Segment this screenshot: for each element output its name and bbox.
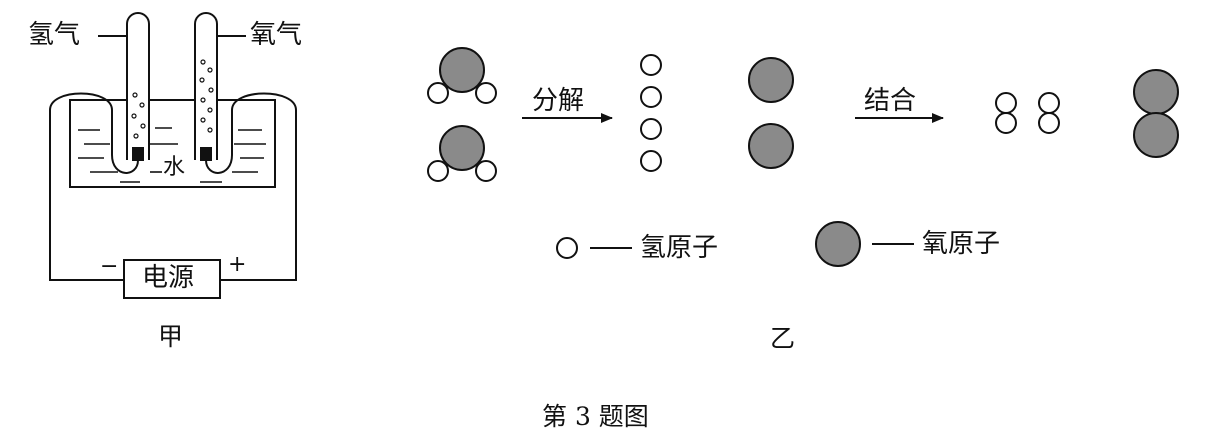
- water-molecules: [427, 47, 497, 182]
- hydrogen-molecule: [1038, 92, 1060, 134]
- oxygen-gas-label: 氧气: [250, 20, 303, 50]
- hydrogen-atom: [995, 112, 1017, 134]
- oxygen-atom: [439, 47, 485, 93]
- hydrogen-atom: [640, 86, 662, 108]
- oxygen-test-tube: [194, 12, 218, 160]
- oxygen-atom: [748, 57, 794, 103]
- hydrogen-test-tube: [126, 12, 150, 160]
- legend-hydrogen-symbol: [556, 237, 578, 259]
- hydrogen-atom: [640, 118, 662, 140]
- panel-jia-caption: 甲: [158, 322, 184, 351]
- separated-atoms: [640, 54, 794, 172]
- right-wire: [205, 92, 297, 281]
- positive-terminal-sign: +: [228, 252, 247, 277]
- right-electrode: [200, 147, 212, 161]
- hydrogen-atom: [640, 54, 662, 76]
- electrolysis-apparatus: [49, 12, 297, 299]
- gas-bubbles: [131, 59, 214, 139]
- legend-oxygen-symbol: [815, 221, 861, 267]
- hydrogen-atom: [640, 150, 662, 172]
- combine-label: 结合: [864, 86, 917, 116]
- oxygen-atom: [439, 125, 485, 171]
- power-supply-box: [123, 259, 221, 299]
- legend: [556, 221, 914, 267]
- hydrogen-atom: [427, 160, 449, 182]
- water-surface-lines: [78, 127, 266, 183]
- hydrogen-atom: [1038, 92, 1060, 114]
- water-molecule: [427, 47, 497, 104]
- panel-yi-caption: 乙: [770, 324, 796, 353]
- oxygen-atom: [1133, 69, 1179, 115]
- power-supply-label: 电源: [142, 263, 195, 293]
- hydrogen-gas-label: 氢气: [28, 20, 81, 50]
- hydrogen-atom: [1038, 112, 1060, 134]
- hydrogen-atom: [475, 160, 497, 182]
- hydrogen-atom: [475, 82, 497, 104]
- oxygen-atom: [1133, 112, 1179, 158]
- product-molecules: [995, 69, 1179, 158]
- negative-terminal-sign: −: [100, 254, 119, 279]
- water-molecule: [427, 125, 497, 182]
- hydrogen-molecule: [995, 92, 1017, 134]
- left-wire: [49, 92, 139, 281]
- legend-hydrogen-label: 氢原子: [640, 233, 719, 263]
- decompose-label: 分解: [532, 86, 585, 116]
- legend-oxygen-label: 氧原子: [922, 229, 1001, 259]
- figure-caption: 第 3 题图: [542, 402, 649, 431]
- water-label: 水: [162, 155, 187, 180]
- oxygen-molecule: [1133, 69, 1179, 158]
- hydrogen-atom: [995, 92, 1017, 114]
- left-electrode: [132, 147, 144, 161]
- hydrogen-atom: [427, 82, 449, 104]
- oxygen-atom: [748, 123, 794, 169]
